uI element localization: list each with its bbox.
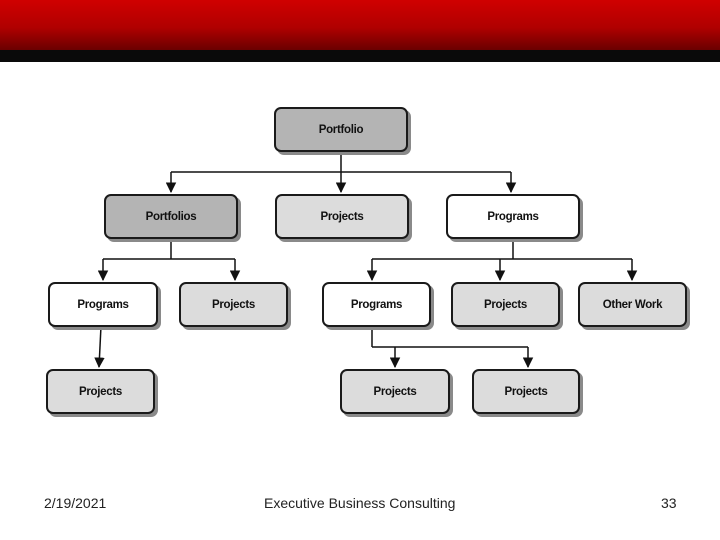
node-other-work: Other Work — [578, 282, 687, 327]
arrow-to-projects-c — [94, 325, 105, 369]
node-projects-l1-label: Projects — [320, 210, 364, 223]
node-projects-l1: Projects — [275, 194, 409, 239]
node-projects-a-label: Projects — [212, 298, 255, 311]
node-other-work-label: Other Work — [602, 298, 663, 311]
footer-company: Executive Business Consulting — [264, 495, 456, 511]
node-projects-d-label: Projects — [373, 385, 417, 398]
node-programs-l1: Programs — [446, 194, 580, 239]
node-projects-a: Projects — [179, 282, 288, 327]
footer-date: 2/19/2021 — [44, 495, 107, 511]
node-projects-c-label: Projects — [79, 385, 122, 398]
node-portfolios: Portfolios — [104, 194, 238, 239]
header-band — [0, 0, 720, 50]
header-rule — [0, 50, 720, 62]
node-portfolios-label: Portfolios — [145, 210, 197, 223]
node-projects-d: Projects — [340, 369, 450, 414]
node-projects-c: Projects — [46, 369, 155, 414]
node-projects-b-label: Projects — [484, 298, 527, 311]
node-programs-b-label: Programs — [350, 298, 403, 311]
node-projects-e: Projects — [472, 369, 580, 414]
node-programs-l1-label: Programs — [487, 210, 539, 223]
node-portfolio: Portfolio — [274, 107, 408, 152]
footer-page-number: 33 — [661, 495, 677, 511]
node-projects-b: Projects — [451, 282, 560, 327]
node-programs-a-label: Programs — [77, 298, 129, 311]
node-portfolio-label: Portfolio — [318, 123, 364, 136]
node-projects-e-label: Projects — [504, 385, 548, 398]
node-programs-a: Programs — [48, 282, 158, 327]
node-programs-b: Programs — [322, 282, 431, 327]
